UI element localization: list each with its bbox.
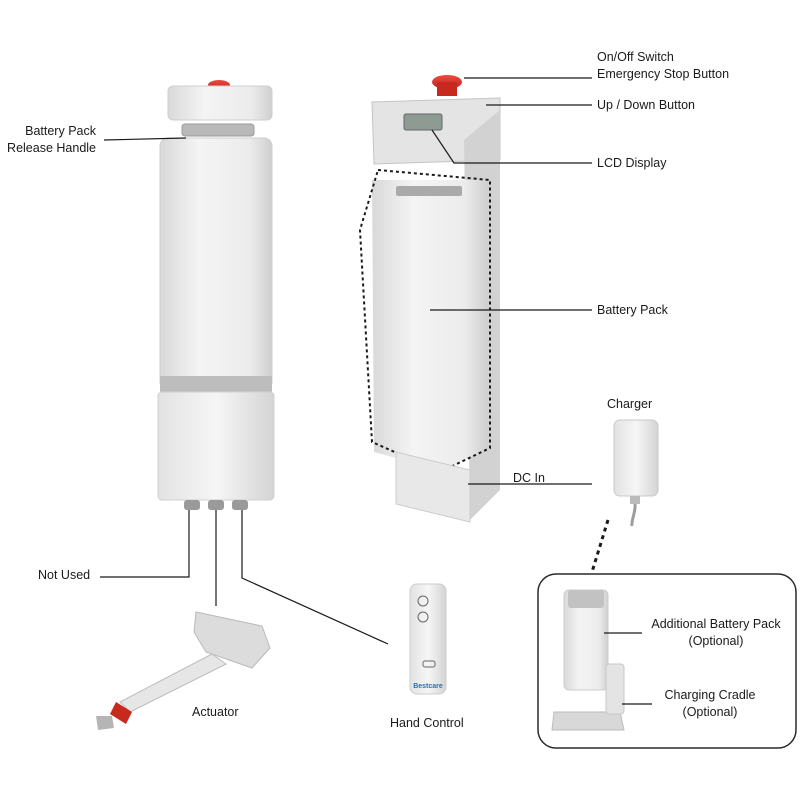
label-not-used: Not Used — [38, 568, 91, 582]
leader-lcd — [431, 129, 592, 164]
leader-not-used — [100, 510, 190, 578]
control-box-angled — [358, 75, 501, 523]
label-charging-cradle: Charging Cradle (Optional) — [648, 687, 772, 721]
actuator-red-collar — [110, 702, 132, 724]
label-dc-in: DC In — [513, 471, 545, 485]
down-button — [417, 611, 429, 623]
control-box-front — [157, 80, 275, 510]
actuator-end — [96, 716, 114, 730]
label-battery-pack: Battery Pack — [597, 303, 668, 317]
base-unit — [157, 391, 275, 501]
hand-control-indicator — [422, 660, 436, 668]
charger-plug — [630, 496, 640, 504]
battery-pack-outline — [358, 168, 491, 474]
label-charger: Charger — [607, 397, 653, 411]
label-additional-battery: Additional Battery Pack (Optional) — [640, 616, 792, 650]
leader-battery-release — [103, 137, 187, 141]
label-battery-release-line1: Battery Pack — [25, 124, 96, 138]
charger-cable — [630, 503, 637, 527]
battery-pack-front — [159, 137, 273, 391]
charging-cradle — [551, 711, 625, 731]
optional-accessories-box — [537, 573, 797, 749]
label-onoff-line2: Emergency Stop Button — [597, 67, 730, 81]
label-battery-release: Battery Pack Release Handle — [4, 123, 96, 157]
hand-control-body — [409, 583, 447, 695]
cradle-back — [605, 663, 625, 715]
battery-pack-band — [160, 376, 272, 392]
actuator-motor-housing — [193, 611, 271, 669]
stop-button-stem — [437, 82, 457, 96]
hand-control: Bestcare — [409, 583, 447, 695]
hand-control-brand: Bestcare — [413, 683, 443, 690]
label-onoff-line1: On/Off Switch — [597, 50, 674, 64]
label-lcd-display: LCD Display — [597, 156, 667, 170]
actuator — [96, 611, 271, 730]
label-up-down: Up / Down Button — [597, 98, 695, 112]
label-additional-battery-line1: Additional Battery Pack — [651, 617, 781, 631]
release-slot — [396, 186, 462, 196]
label-battery-release-line2: Release Handle — [7, 141, 96, 155]
leader-lines — [100, 77, 652, 705]
port-3 — [232, 500, 248, 510]
battery-pack-angled — [372, 180, 488, 470]
label-charging-cradle-line2: (Optional) — [682, 705, 738, 719]
port-2 — [208, 500, 224, 510]
charger-body — [613, 419, 659, 497]
port-1 — [184, 500, 200, 510]
charger-dotted-link — [590, 519, 610, 573]
base-angled — [395, 451, 471, 523]
label-actuator: Actuator — [192, 705, 239, 719]
charger — [590, 419, 659, 573]
label-onoff: On/Off Switch Emergency Stop Button — [597, 49, 729, 83]
additional-battery-top — [568, 590, 604, 608]
lcd-screen — [403, 113, 443, 131]
release-handle — [181, 123, 255, 137]
leader-hand-control-cable — [241, 510, 389, 645]
up-button — [417, 595, 429, 607]
label-additional-battery-line2: (Optional) — [688, 634, 744, 648]
label-hand-control: Hand Control — [390, 716, 464, 730]
label-charging-cradle-line1: Charging Cradle — [664, 688, 756, 702]
top-cap — [167, 85, 273, 121]
